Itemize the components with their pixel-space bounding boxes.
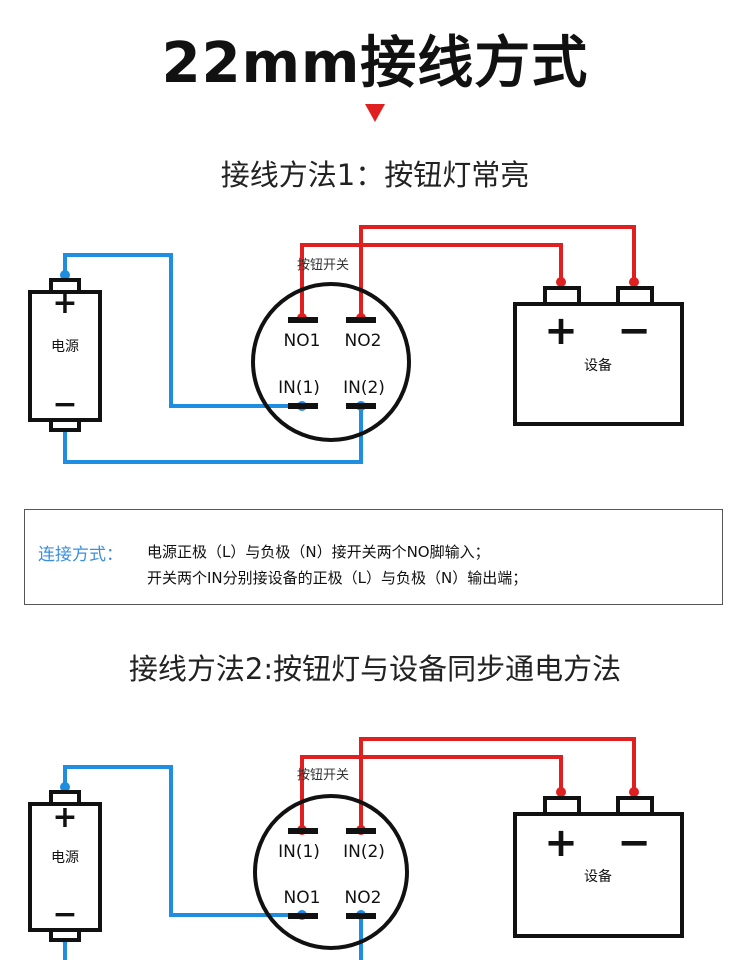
pin-label: IN(1): [278, 378, 320, 398]
connection-method-box: 连接方式： 电源正极（L）与负极（N）接开关两个NO脚输入； 开关两个IN分别接…: [24, 509, 723, 605]
red-wires: [300, 737, 636, 830]
pin-label: NO2: [345, 331, 382, 351]
switch-label: 按钮开关: [297, 768, 349, 783]
device-label: 设备: [584, 357, 612, 374]
down-arrow-icon: [365, 104, 385, 122]
method1-heading: 接线方法1：按钮灯常亮: [220, 158, 530, 192]
device-minus: −: [617, 820, 651, 866]
power-label: 电源: [51, 850, 79, 866]
wiring-diagram-2: + − 电源 按钮开关 IN(1) IN(2) NO1 NO2 + − 设备: [28, 737, 684, 960]
battery-plus: +: [52, 800, 77, 835]
push-button-switch: 按钮开关 NO1 NO2 IN(1) IN(2): [251, 258, 411, 442]
method2-heading: 接线方法2:按钮灯与设备同步通电方法: [128, 652, 622, 686]
connection-method-line1: 电源正极（L）与负极（N）接开关两个NO脚输入；: [147, 543, 490, 561]
device-plus: +: [544, 308, 578, 354]
power-battery: + − 电源: [28, 790, 102, 942]
wiring-diagram-1: + − 电源 按钮开关 NO1 NO2 IN(1) IN(2) + − 设备: [28, 225, 684, 464]
pin-label: NO2: [345, 888, 382, 908]
pin-label: NO1: [284, 331, 321, 351]
pin-label: IN(1): [278, 842, 320, 862]
red-wires: [300, 225, 636, 318]
device-minus: −: [617, 308, 651, 354]
connection-method-line2: 开关两个IN分别接设备的正极（L）与负极（N）输出端；: [147, 569, 528, 587]
pin-label: IN(2): [343, 842, 385, 862]
switch-label: 按钮开关: [297, 258, 349, 273]
device-label: 设备: [584, 868, 612, 885]
power-battery: + − 电源: [28, 278, 102, 432]
battery-minus: −: [52, 387, 77, 422]
connection-method-label: 连接方式：: [38, 545, 123, 565]
device-block: + − 设备: [513, 286, 684, 426]
device-plus: +: [544, 820, 578, 866]
push-button-switch: 按钮开关 IN(1) IN(2) NO1 NO2: [253, 768, 409, 950]
battery-minus: −: [52, 897, 77, 932]
pin-label: IN(2): [343, 378, 385, 398]
power-label: 电源: [51, 339, 79, 355]
page-title: 22mm接线方式: [161, 31, 589, 96]
battery-plus: +: [52, 286, 77, 321]
pin-label: NO1: [284, 888, 321, 908]
device-block: + − 设备: [513, 796, 684, 938]
